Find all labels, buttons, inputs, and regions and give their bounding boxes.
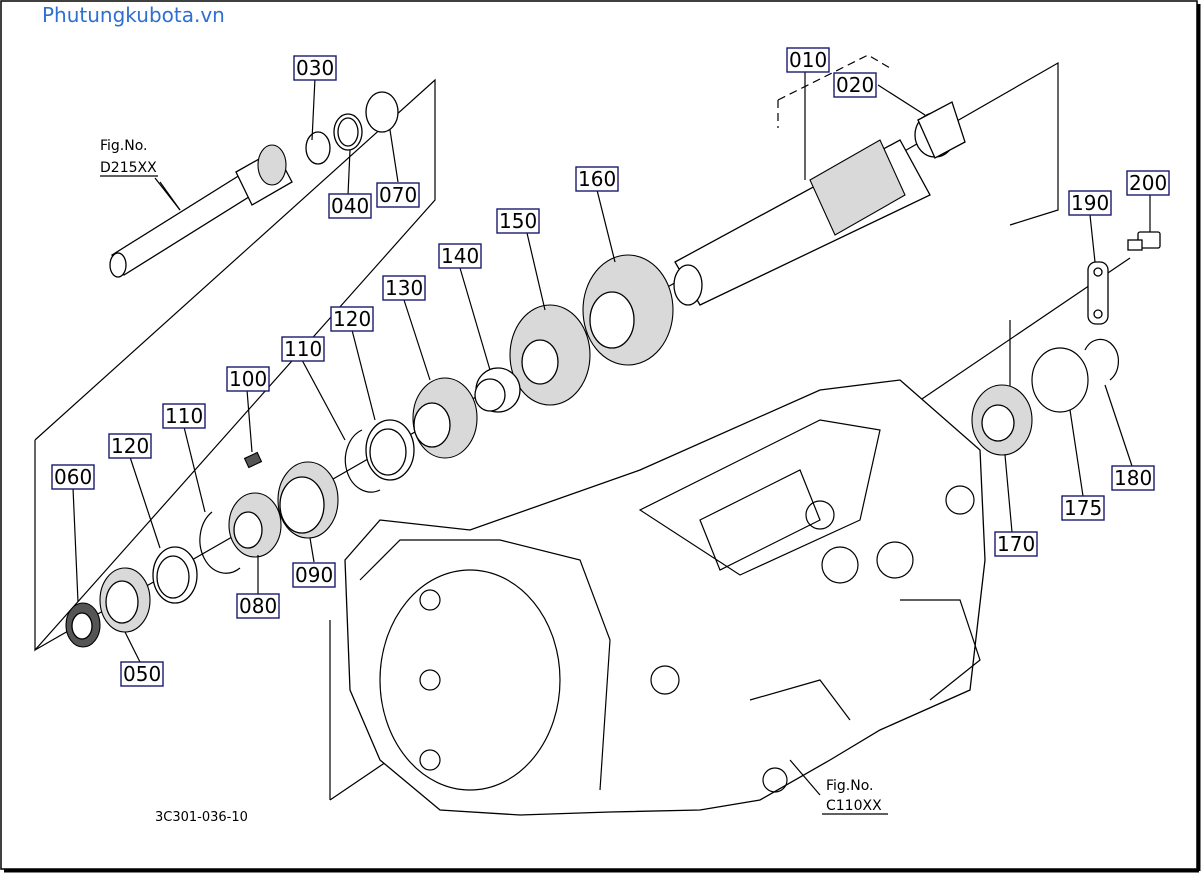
svg-text:020: 020 [836,73,874,97]
callout-130[interactable]: 130 [382,275,426,301]
svg-text:010: 010 [789,48,827,72]
callout-040[interactable]: 040 [328,193,372,219]
svg-text:080: 080 [239,594,277,618]
callout-160[interactable]: 160 [575,166,619,192]
bearing-050 [99,567,151,633]
callout-010[interactable]: 010 [786,47,830,73]
callout-150[interactable]: 150 [496,208,540,234]
sleeve-090 [277,461,339,539]
svg-text:180: 180 [1114,466,1152,490]
bearing-140 [474,367,521,413]
gear-130 [412,377,478,459]
callout-080[interactable]: 080 [236,593,280,619]
svg-text:110: 110 [165,404,203,428]
gear-160 [582,254,674,366]
svg-text:140: 140 [441,244,479,268]
drawing-code: 3C301-036-10 [155,810,248,825]
ring-120-lower [152,546,198,604]
callout-140[interactable]: 140 [438,243,482,269]
svg-text:060: 060 [54,465,92,489]
callout-020[interactable]: 020 [833,72,877,98]
svg-text:120: 120 [111,434,149,458]
svg-text:030: 030 [296,56,334,80]
callout-180[interactable]: 180 [1111,465,1155,491]
svg-text:130: 130 [385,276,423,300]
svg-text:070: 070 [379,183,417,207]
svg-text:170: 170 [997,532,1035,556]
snap-ring-175 [1031,347,1089,413]
callout-100[interactable]: 100 [226,366,270,392]
svg-text:090: 090 [295,563,333,587]
callout-110-upper[interactable]: 110 [281,336,325,362]
svg-text:200: 200 [1129,171,1167,195]
snap-ring-180 [1084,338,1119,381]
leader-lines [72,70,1151,796]
callout-120-upper[interactable]: 120 [330,306,374,332]
ring-120-upper [365,419,415,481]
svg-text:190: 190 [1071,191,1109,215]
callout-070[interactable]: 070 [376,182,420,208]
main-shaft [673,101,966,306]
svg-text:175: 175 [1064,496,1102,520]
seal-060 [65,602,101,648]
callout-050[interactable]: 050 [120,661,164,687]
svg-text:120: 120 [333,307,371,331]
fig-label: Fig.No. [100,138,148,154]
callout-110-lower[interactable]: 110 [162,403,206,429]
input-shaft [109,144,293,278]
callout-175[interactable]: 175 [1061,495,1105,521]
bolt-200 [1127,231,1161,251]
callout-190[interactable]: 190 [1068,190,1112,216]
watermark-text: Phutungkubota.vn [42,3,225,27]
callout-030[interactable]: 030 [293,55,337,81]
fig-label: Fig.No. [826,778,874,794]
fig-code: C110XX [826,798,882,814]
callout-170[interactable]: 170 [994,531,1038,557]
callout-060[interactable]: 060 [51,464,95,490]
snap-ring-110-lower [199,511,241,574]
svg-text:150: 150 [499,209,537,233]
key-100 [243,451,263,469]
bearing-170 [971,384,1033,456]
svg-text:050: 050 [123,662,161,686]
svg-text:040: 040 [331,194,369,218]
hub-080 [228,492,282,558]
gear-150 [509,304,591,406]
fig-code: D215XX [100,160,157,176]
plate-190 [1087,261,1109,325]
snap-ring-110-upper [344,429,381,493]
snap-rings-upper [305,91,399,165]
figure-ref-c110: Fig.No. C110XX [822,778,888,815]
callout-120-lower[interactable]: 120 [108,433,152,459]
transmission-case [344,379,986,816]
svg-text:160: 160 [578,167,616,191]
callout-090[interactable]: 090 [292,562,336,588]
callout-200[interactable]: 200 [1126,170,1170,196]
figure-ref-d215: Fig.No. D215XX [100,138,158,177]
svg-text:100: 100 [229,367,267,391]
svg-text:110: 110 [284,337,322,361]
